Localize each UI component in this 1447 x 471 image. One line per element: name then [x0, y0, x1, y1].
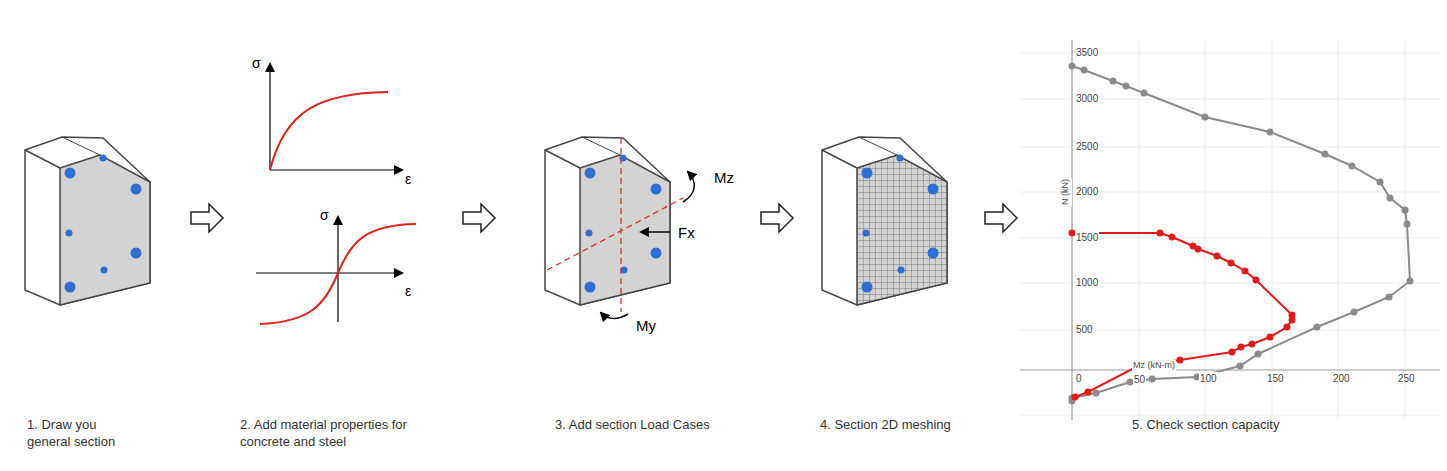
chart-point — [1253, 277, 1260, 284]
chart-point — [1377, 179, 1384, 186]
axis-symbol: ε — [405, 282, 411, 300]
axis-title: N (kN) — [1060, 178, 1072, 206]
tick-label: 200 — [1332, 372, 1351, 385]
chart-point — [1238, 344, 1245, 351]
chart-point — [1123, 83, 1130, 90]
chart-point — [1349, 163, 1356, 170]
chart-point — [1214, 253, 1221, 260]
tick-label: 50 — [1133, 373, 1146, 386]
axis-title: Mz (kN-m) — [1132, 360, 1176, 372]
chart-point — [1081, 67, 1088, 74]
chart-point — [1093, 390, 1100, 397]
chart-point — [1085, 389, 1092, 396]
chart-point — [1255, 351, 1262, 358]
tick-label: 3000 — [1075, 92, 1099, 105]
chart-points — [1069, 63, 1414, 405]
mesh-drawing — [822, 137, 952, 310]
axis-symbol: σ — [320, 206, 329, 224]
tick-label: 150 — [1266, 372, 1285, 385]
chart-point — [1386, 294, 1393, 301]
load-case-drawing — [545, 137, 694, 318]
tick-label: 250 — [1397, 372, 1416, 385]
tick-label: 100 — [1199, 372, 1218, 385]
step-caption: 3. Add section Load Cases — [555, 417, 710, 434]
section-drawing — [25, 137, 150, 305]
chart-point — [1314, 324, 1321, 331]
chart-point — [1267, 334, 1274, 341]
material-graphs — [256, 64, 416, 324]
tick-label: 3500 — [1075, 46, 1099, 59]
tick-label: 500 — [1075, 323, 1094, 336]
chart-point — [1169, 234, 1176, 241]
chart-point — [1177, 357, 1184, 364]
moment-label: My — [636, 316, 656, 336]
chart-point — [1407, 278, 1414, 285]
chart-point — [1322, 151, 1329, 158]
chart-point — [1351, 309, 1358, 316]
step-caption: 2. Add material properties for concrete … — [240, 417, 418, 451]
axis-symbol: σ — [252, 54, 261, 72]
tick-label: 1500 — [1075, 231, 1099, 244]
tick-label: 0 — [1075, 372, 1083, 385]
chart-point — [1249, 341, 1256, 348]
chart-point — [1267, 129, 1274, 136]
chart-point — [1242, 268, 1249, 275]
chart-point — [1202, 114, 1209, 121]
chart-point — [1228, 260, 1235, 267]
moment-label: Mz — [714, 168, 734, 188]
chart-point — [1149, 376, 1156, 383]
tick-label: 2500 — [1075, 140, 1099, 153]
chart-point — [1195, 246, 1202, 253]
interaction-chart — [1020, 40, 1440, 420]
step-caption: 4. Section 2D meshing — [820, 417, 951, 434]
step-caption: 5. Check section capacity — [1132, 417, 1279, 434]
step-caption: 1. Draw you general section — [27, 417, 139, 451]
chart-point — [1404, 221, 1411, 228]
chart-point — [1229, 349, 1236, 356]
force-label: Fx — [678, 223, 695, 243]
axis-symbol: ε — [405, 170, 411, 188]
tick-label: 1000 — [1075, 276, 1099, 289]
chart-point — [1069, 63, 1076, 70]
chart-point — [1387, 195, 1394, 202]
chart-point — [1157, 230, 1164, 237]
chart-point — [1141, 90, 1148, 97]
chart-point — [1237, 363, 1244, 370]
chart-point — [1072, 394, 1079, 401]
chart-point — [1402, 207, 1409, 214]
chart-point — [1110, 78, 1117, 85]
chart-point — [1289, 317, 1296, 324]
chart-point — [1284, 324, 1291, 331]
step-arrow — [191, 204, 1017, 232]
tick-label: 2000 — [1075, 185, 1099, 198]
